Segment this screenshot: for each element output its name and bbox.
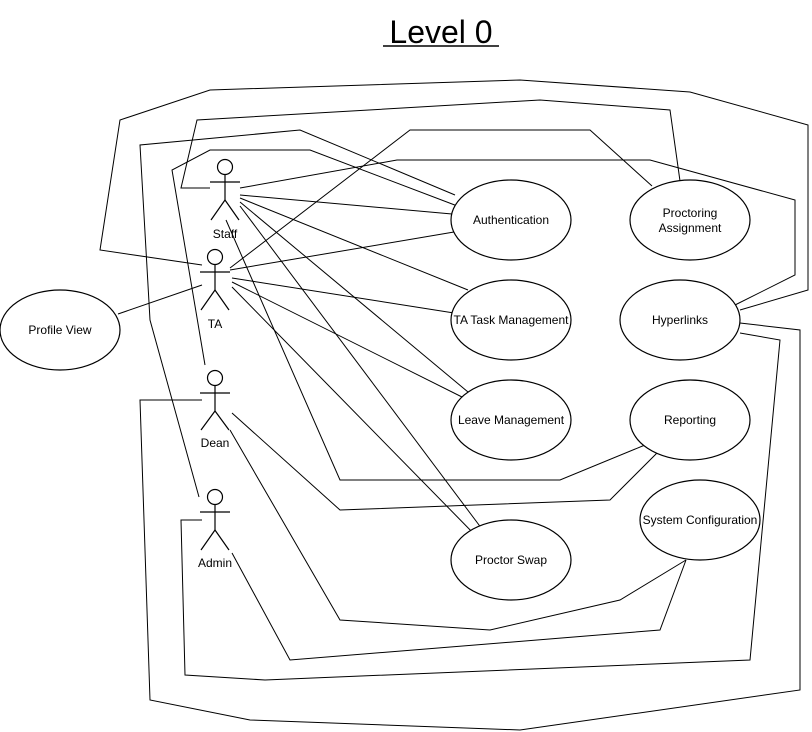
connector-staff-proctor-swap <box>239 205 486 534</box>
connector-ta-profile-view <box>117 284 203 315</box>
reporting-ellipse <box>629 379 751 461</box>
connector-admin-hyperlinks <box>180 332 781 681</box>
system-configuration-ellipse <box>639 479 761 561</box>
use-case-leave-management: Leave Management <box>450 379 572 461</box>
connector-ta-leave <box>231 281 469 401</box>
hyperlinks-label: Hyperlinks <box>652 313 708 327</box>
use-case-system-configuration: System Configuration <box>639 479 761 561</box>
profile-view-ellipse <box>0 289 121 371</box>
connector-dean-authentication <box>171 149 461 366</box>
connector-ta-hyperlinks <box>99 79 809 311</box>
reporting-label: Reporting <box>664 413 716 427</box>
profile-view-label: Profile View <box>28 323 91 337</box>
actor-dean: Dean <box>200 369 230 450</box>
connector-admin-system-config <box>231 552 687 661</box>
connector-ta-ta-task <box>231 277 455 314</box>
use-case-proctor-swap: Proctor Swap <box>450 519 572 601</box>
proctoring-assignment-label-line2: Assignment <box>659 221 722 235</box>
proctor-swap-label: Proctor Swap <box>475 553 547 567</box>
ta-task-management-label: TA Task Management <box>454 313 570 327</box>
connector-ta-proctor-swap <box>231 286 479 539</box>
leave-management-label: Leave Management <box>458 413 565 427</box>
connector-admin-authentication <box>139 129 456 498</box>
connector-dean-reporting <box>231 412 659 511</box>
proctoring-assignment-label-line1: Proctoring <box>663 206 718 220</box>
connector-staff-ta-task <box>239 197 469 291</box>
connector-dean-system-config <box>229 429 687 631</box>
use-case-profile-view: Profile View <box>0 289 121 371</box>
staff-icon <box>210 158 240 221</box>
actor-staff: Staff <box>210 158 240 241</box>
system-configuration-label: System Configuration <box>643 513 758 527</box>
ta-label: TA <box>208 317 222 331</box>
authentication-ellipse <box>450 179 572 261</box>
dean-label: Dean <box>201 436 230 450</box>
connectors <box>99 79 809 731</box>
connector-ta-authentication <box>229 231 455 271</box>
connector-staff-reporting <box>225 219 646 481</box>
use-case-authentication: Authentication <box>450 179 572 261</box>
actor-ta: TA <box>200 248 230 331</box>
connector-staff-proctoring <box>180 99 681 189</box>
use-case-ta-task-management: TA Task Management <box>450 279 572 361</box>
diagram-title: Level 0 <box>389 14 492 50</box>
ta-task-management-ellipse <box>450 279 572 361</box>
connector-ta-proctoring <box>229 129 653 269</box>
use-case-hyperlinks: Hyperlinks <box>619 279 741 361</box>
connector-staff-authentication <box>239 194 453 215</box>
connector-staff-leave <box>239 201 475 398</box>
connector-dean-hyperlinks <box>139 322 801 731</box>
hyperlinks-ellipse <box>619 279 741 361</box>
proctoring-assignment-ellipse <box>629 179 751 261</box>
proctor-swap-ellipse <box>450 519 572 601</box>
use-case-reporting: Reporting <box>629 379 751 461</box>
ta-icon <box>200 248 230 311</box>
dean-icon <box>200 369 230 431</box>
actor-admin: Admin <box>198 488 232 570</box>
leave-management-ellipse <box>450 379 572 461</box>
use-case-proctoring-assignment: Proctoring Assignment <box>629 179 751 261</box>
connector-staff-hyperlinks <box>239 159 796 306</box>
admin-icon <box>200 488 230 551</box>
staff-label: Staff <box>213 227 238 241</box>
admin-label: Admin <box>198 556 232 570</box>
authentication-label: Authentication <box>473 213 549 227</box>
